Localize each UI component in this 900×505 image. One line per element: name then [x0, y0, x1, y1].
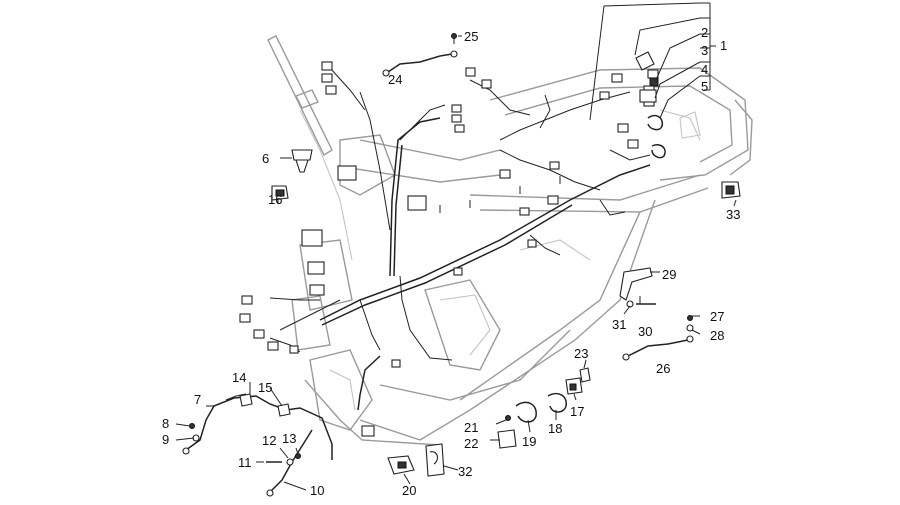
part-6-grommet — [291, 149, 313, 173]
callout-14: 14 — [232, 370, 246, 385]
callout-10: 10 — [310, 483, 324, 498]
callout-22: 22 — [464, 436, 478, 451]
callout-31: 31 — [612, 317, 626, 332]
harness-connectors — [239, 61, 659, 437]
part-25-screw — [451, 33, 457, 44]
part-24-cable — [382, 50, 458, 77]
part-30-31-bolt — [626, 300, 656, 308]
part-23-plug — [579, 367, 591, 383]
part-19-clamp — [515, 401, 537, 423]
scooter-frame — [267, 35, 753, 446]
main-wiring-harness — [269, 67, 651, 411]
callout-2: 2 — [701, 25, 708, 40]
callout-labels: 1 2 3 4 5 6 7 8 9 10 11 12 13 14 15 16 1… — [162, 25, 740, 498]
callout-18: 18 — [548, 421, 562, 436]
callout-29: 29 — [662, 267, 676, 282]
callout-16: 16 — [268, 192, 282, 207]
callout-3: 3 — [701, 43, 708, 58]
callout-28: 28 — [710, 328, 724, 343]
part-18-clamp — [547, 392, 567, 413]
part-14-15-clips — [239, 393, 291, 417]
part-11-12-13-screw-washer — [266, 453, 301, 466]
callout-17: 17 — [570, 404, 584, 419]
part-33-clip — [721, 181, 741, 199]
callout-27: 27 — [710, 309, 724, 324]
callout-32: 32 — [458, 464, 472, 479]
callout-1: 1 — [720, 38, 727, 53]
callout-21: 21 — [464, 420, 478, 435]
callout-19: 19 — [522, 434, 536, 449]
callout-24: 24 — [388, 72, 402, 87]
callout-20: 20 — [402, 483, 416, 498]
callout-6: 6 — [262, 151, 269, 166]
part-32-clip — [425, 443, 445, 477]
callout-4: 4 — [701, 62, 708, 77]
leader-lines — [175, 2, 737, 491]
part-27-28-screw-washer — [686, 315, 694, 332]
part-7-cable — [182, 393, 333, 460]
callout-25: 25 — [464, 29, 478, 44]
callout-12: 12 — [262, 433, 276, 448]
part-16-clip — [271, 185, 289, 201]
callout-26: 26 — [656, 361, 670, 376]
part-29-bracket — [619, 267, 653, 301]
part-20-bracket — [387, 455, 415, 475]
callout-5: 5 — [701, 79, 708, 94]
callout-7: 7 — [194, 392, 201, 407]
callout-30: 30 — [638, 324, 652, 339]
callout-13: 13 — [282, 431, 296, 446]
callout-9: 9 — [162, 432, 169, 447]
callout-23: 23 — [574, 346, 588, 361]
part-21-22-screw-bracket — [497, 415, 517, 449]
callout-33: 33 — [726, 207, 740, 222]
callout-11: 11 — [238, 455, 252, 470]
part-2-3-4-5-relays — [635, 51, 666, 159]
callout-15: 15 — [258, 380, 272, 395]
part-26-ground-cable — [622, 335, 694, 361]
callout-8: 8 — [162, 416, 169, 431]
part-17-relay — [565, 377, 583, 395]
